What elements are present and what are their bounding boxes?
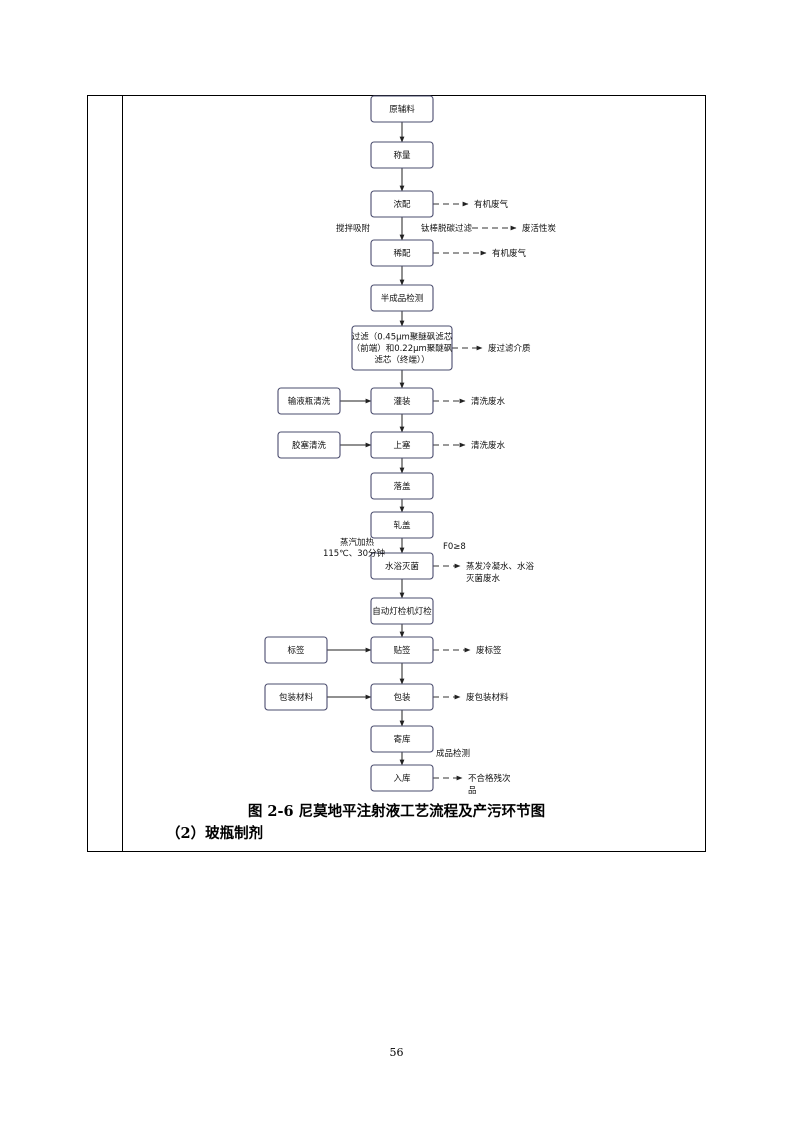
input-bottle-wash: 输液瓶清洗 (277, 387, 341, 415)
step-dilute-mixing: 稀配 (370, 239, 434, 267)
step-auto-light-inspection-label: 自动灯检机灯检 (372, 606, 432, 617)
step-concentrated-mixing-label: 浓配 (393, 200, 411, 210)
output-wash-water-1: 清洗废水 (471, 396, 506, 407)
step-water-bath-sterilization: 水浴灭菌 (370, 552, 434, 580)
output-organic-gas-2: 有机废气 (492, 248, 527, 259)
step-concentrated-mixing: 浓配 (370, 190, 434, 218)
figure-caption: 图 2-6 尼莫地平注射液工艺流程及产污环节图 (247, 803, 546, 820)
step-auto-light-inspection: 自动灯检机灯检 (370, 597, 434, 625)
step-capping: 落盖 (370, 472, 434, 500)
output-wash-water-2: 清洗废水 (471, 440, 506, 451)
annotation-steam-heating: 蒸汽加热 (340, 537, 375, 548)
input-label-label: 标签 (287, 645, 305, 656)
table-column-divider (122, 95, 124, 852)
step-warehousing-label: 入库 (393, 773, 411, 784)
section-subheading: （2）玻瓶制剂 (166, 825, 264, 842)
step-stoppering: 上塞 (370, 431, 434, 459)
step-weighing-label: 称量 (393, 150, 411, 161)
step-semi-product-test: 半成品检测 (370, 284, 434, 312)
output-steam-condensate: 蒸发冷凝水、水浴灭菌废水 (466, 561, 535, 584)
input-bottle-wash-label: 输液瓶清洗 (288, 396, 331, 407)
output-waste-carbon: 废活性炭 (522, 223, 557, 234)
annotation-stir-adsorb: 搅拌吸附 (336, 223, 371, 234)
step-storage: 寄库 (370, 725, 434, 753)
process-flow-diagram: 原辅料称量浓配稀配半成品检测过滤（0.45μm聚醚砜滤芯（前端）和0.22μm聚… (264, 95, 557, 796)
step-raw-materials: 原辅料 (370, 95, 434, 123)
step-filtration-label: 过滤（0.45μm聚醚砜滤芯（前端）和0.22μm聚醚砜滤芯（终端）） (352, 332, 453, 366)
step-weighing: 称量 (370, 141, 434, 169)
annotation-final-qc: 成品检测 (436, 748, 470, 759)
step-crimping-label: 轧盖 (393, 520, 411, 531)
step-stoppering-label: 上塞 (393, 440, 411, 451)
page-number: 56 (389, 1046, 404, 1059)
step-crimping: 轧盖 (370, 511, 434, 539)
step-labeling: 贴签 (370, 636, 434, 664)
step-warehousing: 入库 (370, 764, 434, 792)
step-labeling-label: 贴签 (393, 645, 411, 656)
step-capping-label: 落盖 (393, 481, 411, 492)
annotation-f0: F0≥8 (443, 542, 466, 552)
step-storage-label: 寄库 (393, 734, 411, 745)
output-organic-gas-1: 有机废气 (474, 199, 509, 210)
step-filtration: 过滤（0.45μm聚醚砜滤芯（前端）和0.22μm聚醚砜滤芯（终端）） (351, 325, 453, 371)
step-filling: 灌装 (370, 387, 434, 415)
annotation-titanium-filter: 钛棒脱碳过滤 (421, 223, 473, 234)
step-water-bath-sterilization-label: 水浴灭菌 (385, 561, 419, 572)
step-dilute-mixing-label: 稀配 (393, 248, 411, 259)
input-packaging-material: 包装材料 (264, 683, 328, 711)
output-rejects: 不合格残次品 (468, 773, 511, 796)
input-packaging-material-label: 包装材料 (279, 692, 314, 703)
input-stopper-wash: 胶塞清洗 (277, 431, 341, 459)
annotation-temperature-time: 115℃、30分钟 (323, 548, 385, 559)
step-filling-label: 灌装 (393, 396, 411, 407)
output-waste-packaging: 废包装材料 (466, 692, 509, 703)
input-stopper-wash-label: 胶塞清洗 (292, 440, 327, 451)
input-label: 标签 (264, 636, 328, 664)
output-waste-label: 废标签 (476, 645, 502, 656)
step-semi-product-test-label: 半成品检测 (381, 293, 424, 304)
step-raw-materials-label: 原辅料 (389, 104, 415, 115)
step-packaging: 包装 (370, 683, 434, 711)
output-filter-media: 废过滤介质 (488, 343, 531, 354)
step-packaging-label: 包装 (393, 692, 411, 703)
